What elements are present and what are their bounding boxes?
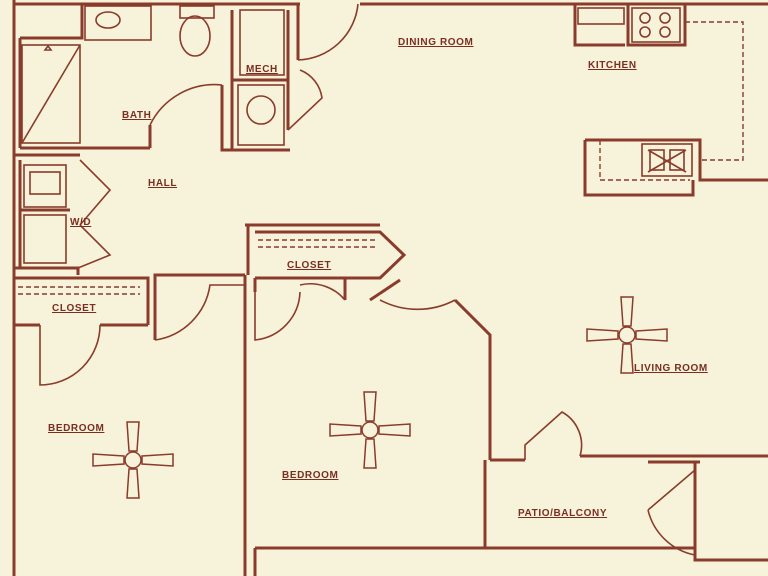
ceiling-fan-icon [586,296,668,374]
label-bedroom-center: BEDROOM [282,470,338,481]
dryer-icon [23,214,67,264]
sink-icon [84,5,152,41]
toilet-icon [179,5,215,57]
fixtures [21,5,693,264]
label-bedroom-left: BEDROOM [48,423,104,434]
dashed-lines [18,21,744,295]
label-hall: HALL [148,178,177,189]
walls [12,0,768,576]
label-closet-center: CLOSET [287,260,331,271]
label-mech: MECH [246,64,278,75]
label-wd: W/D [70,217,91,228]
label-closet-left: CLOSET [52,303,96,314]
label-dining-room: DINING ROOM [398,37,474,48]
room-labels: DINING ROOM KITCHEN BATH MECH HALL W/D C… [48,37,708,519]
stove-icon [631,7,681,43]
washer-icon [23,164,67,208]
shower-icon [21,44,81,144]
ceiling-fan-icon [92,421,174,499]
water-heater-icon [237,84,285,146]
mech-unit [239,9,285,76]
label-patio-balcony: PATIO/BALCONY [518,508,607,519]
door-swings [39,3,696,556]
label-bath: BATH [122,110,151,121]
ceiling-fan-icon [329,391,411,469]
sink-icon [641,143,693,177]
label-kitchen: KITCHEN [588,60,637,71]
label-living-room: LIVING ROOM [634,363,708,374]
kitchen-counter [577,7,625,25]
